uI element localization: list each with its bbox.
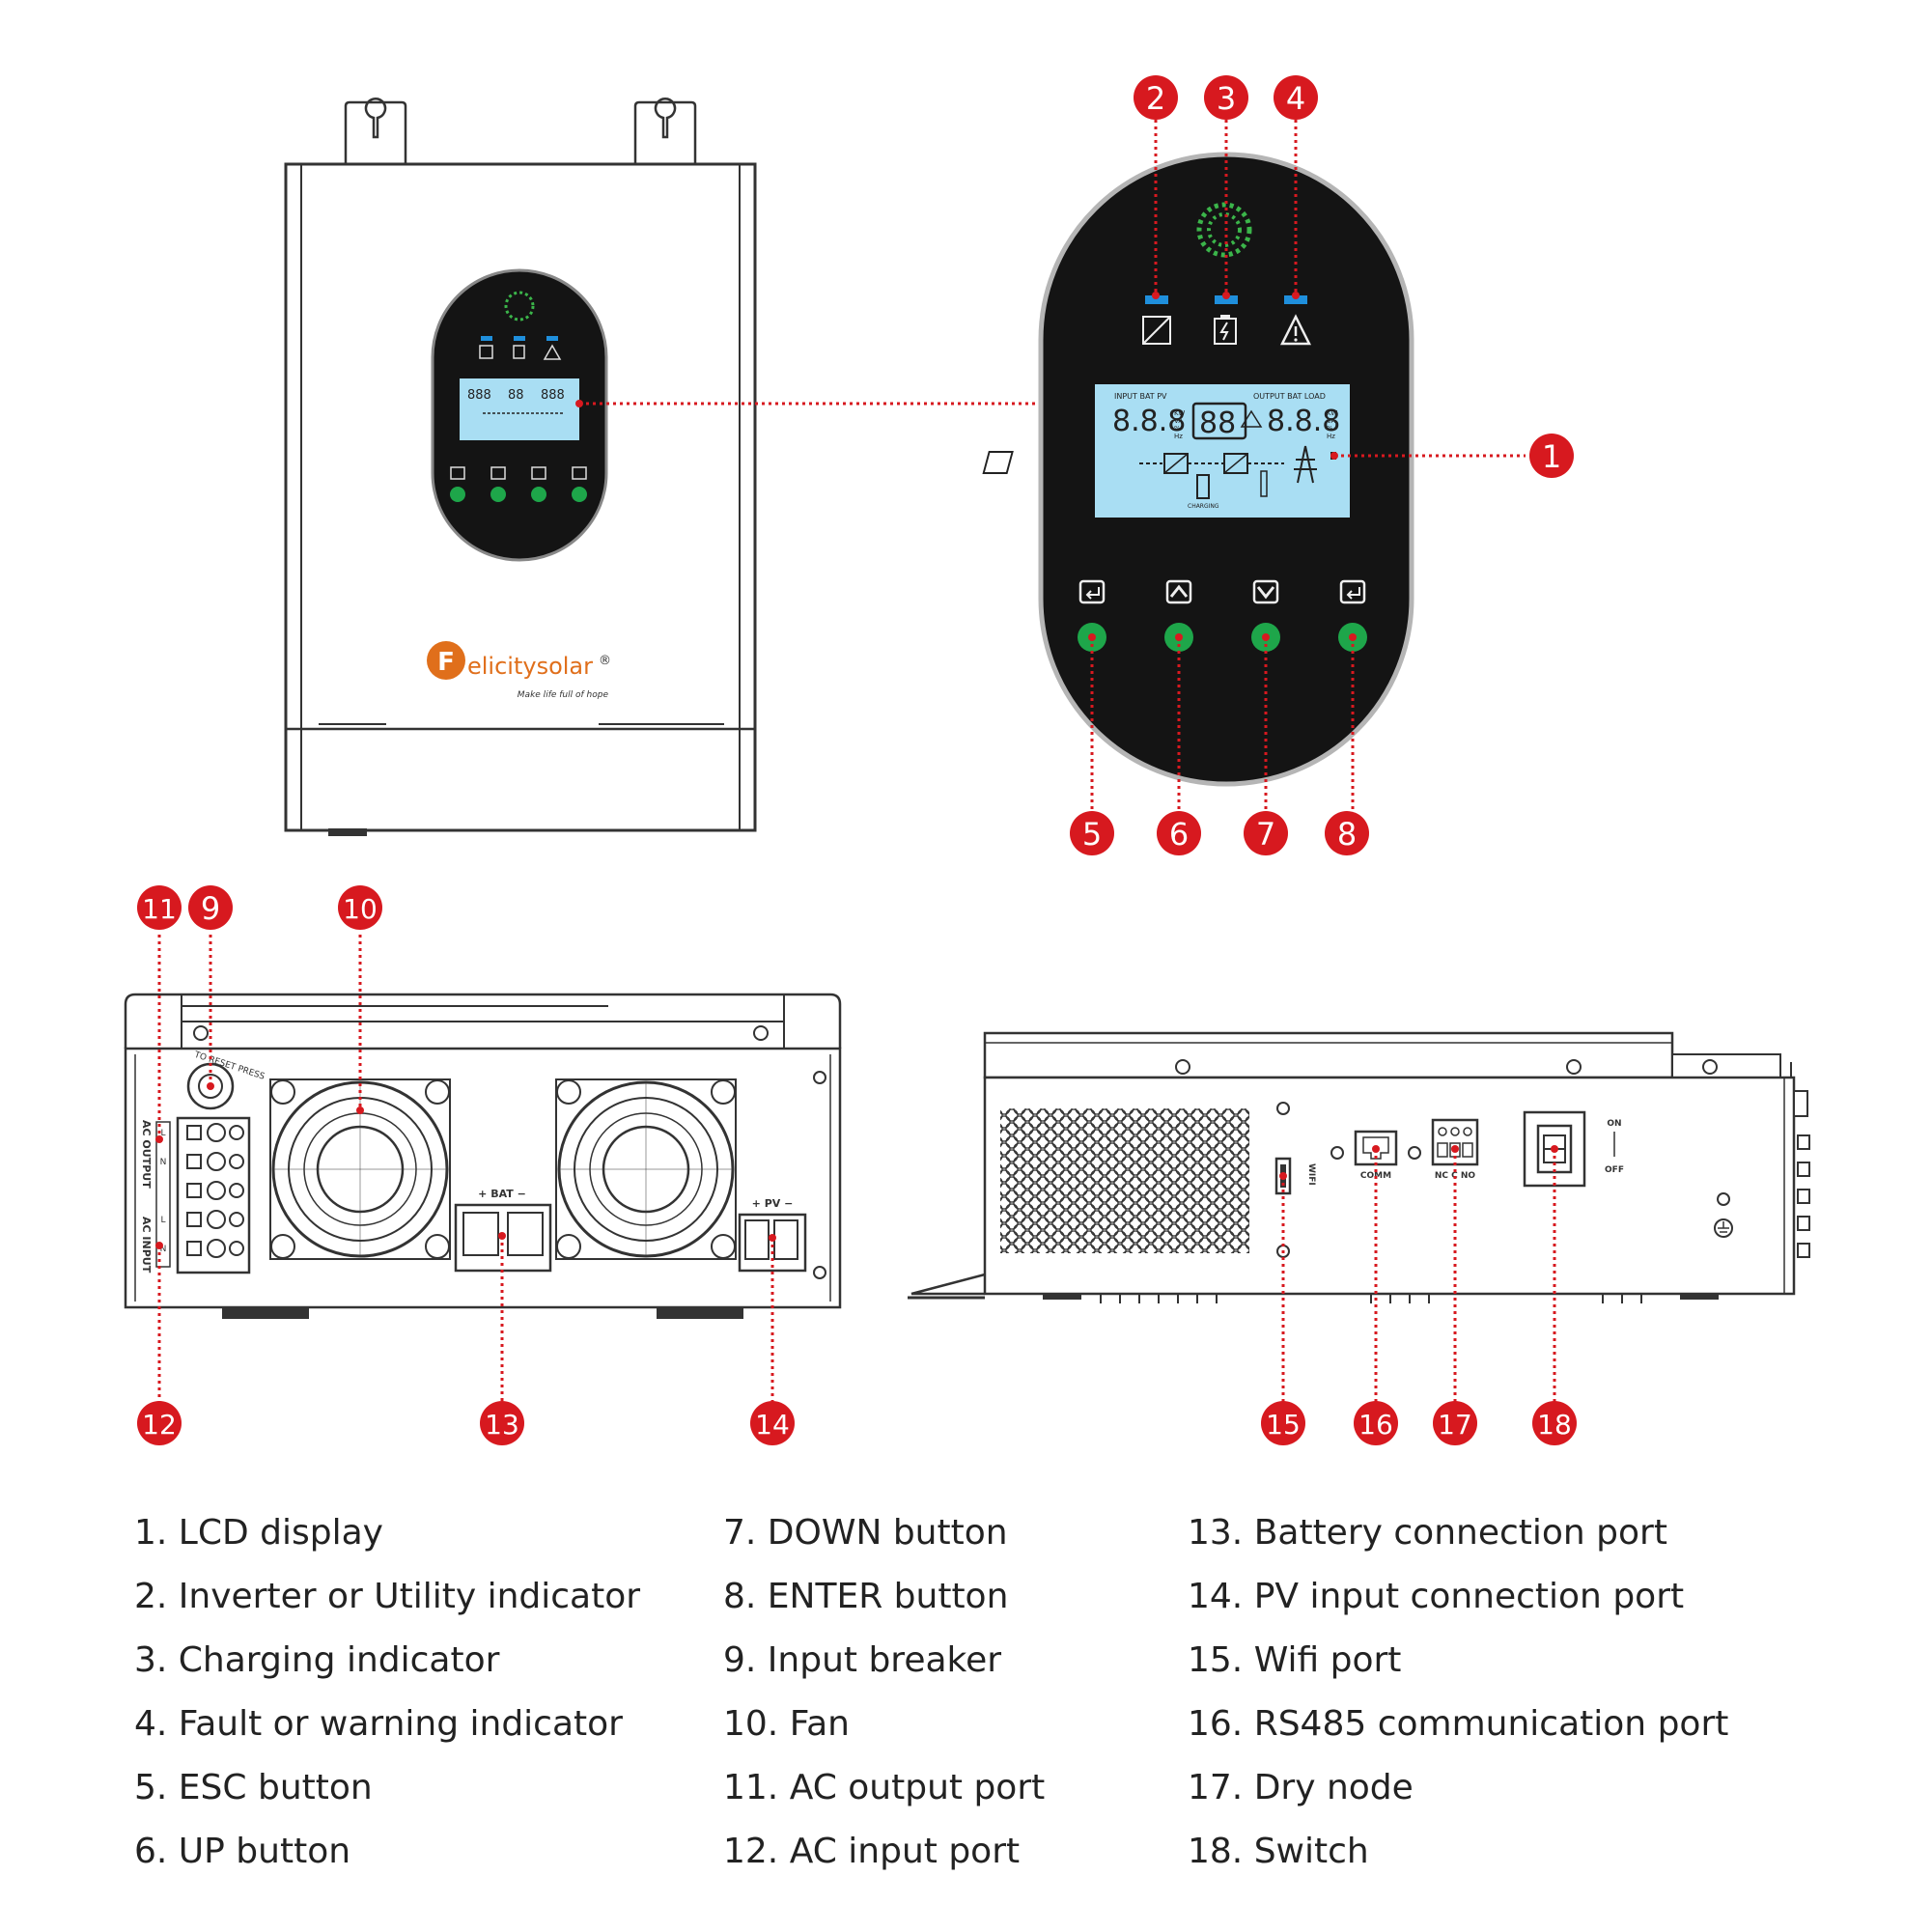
front-lcd-right-digits: 888 bbox=[541, 388, 565, 403]
inverter-led bbox=[1145, 295, 1168, 304]
brand-reg: ® bbox=[599, 654, 611, 668]
callout-8-number: 8 bbox=[1337, 816, 1357, 853]
panel-logo-icon bbox=[1196, 202, 1252, 258]
ac-terminal-block: L N L N AC OUTPUT AC INPUT bbox=[140, 1116, 251, 1274]
leader-lines bbox=[157, 120, 1556, 1402]
callout-17: 17 bbox=[1433, 1401, 1477, 1445]
ac-output-text: AC OUTPUT bbox=[140, 1120, 153, 1189]
front-lcd-center-digits: 88 bbox=[508, 388, 524, 403]
side-view: WIFI COMM NC C NO ON bbox=[908, 1031, 1810, 1303]
callout-1-number: 1 bbox=[1542, 438, 1561, 475]
on-text: ON bbox=[1607, 1119, 1621, 1129]
callout-18: 18 bbox=[1532, 1401, 1577, 1445]
inverter-icon bbox=[1142, 316, 1171, 345]
lcd-unit-kw-left: KW bbox=[1174, 409, 1185, 417]
brand-name: elicitysolar bbox=[467, 653, 593, 680]
callout-2-number: 2 bbox=[1146, 80, 1165, 117]
ac-input-text: AC INPUT bbox=[140, 1217, 153, 1274]
callout-12: 12 bbox=[137, 1401, 182, 1445]
pv-label: + PV − bbox=[752, 1197, 794, 1210]
callout-16-number: 16 bbox=[1358, 1409, 1393, 1441]
ground-icon bbox=[1714, 1218, 1733, 1238]
callout-15-number: 15 bbox=[1266, 1409, 1301, 1441]
battery-charge-icon bbox=[1214, 315, 1237, 345]
bat-label: + BAT − bbox=[478, 1188, 526, 1200]
callout-3: 3 bbox=[1204, 75, 1248, 120]
front-lcd-left-digits: 888 bbox=[467, 388, 491, 403]
terminal-l-out: L bbox=[160, 1129, 165, 1138]
front-logo-icon bbox=[504, 291, 535, 322]
lcd-left-digits: 8.8.8 bbox=[1112, 405, 1186, 438]
callout-9: 9 bbox=[188, 885, 233, 930]
brand-initial: F bbox=[437, 648, 455, 677]
lcd-unit-va-right: VA bbox=[1327, 417, 1335, 425]
callout-18-number: 18 bbox=[1537, 1409, 1572, 1441]
lcd-unit-hz-right: Hz bbox=[1327, 433, 1335, 440]
callout-9-number: 9 bbox=[201, 890, 220, 927]
bottom-view: TO RESET PRESS L N L N AC OUTPUT bbox=[124, 993, 842, 1319]
callout-6-number: 6 bbox=[1169, 816, 1189, 853]
lcd-center-digits: 88 bbox=[1199, 406, 1236, 440]
callout-16: 16 bbox=[1354, 1401, 1398, 1445]
callout-13: 13 bbox=[480, 1401, 524, 1445]
callout-13-number: 13 bbox=[485, 1409, 519, 1441]
wifi-text: WIFI bbox=[1306, 1163, 1316, 1186]
lcd-unit-kw-right: KW bbox=[1327, 409, 1337, 417]
lcd-top-right-labels: OUTPUT BAT LOAD bbox=[1253, 392, 1326, 401]
terminal-n-in: N bbox=[160, 1245, 167, 1254]
lcd-unit-va-left: VA bbox=[1174, 417, 1183, 425]
callout-4: 4 bbox=[1274, 75, 1318, 120]
callout-14: 14 bbox=[750, 1401, 795, 1445]
front-lcd-screen bbox=[460, 378, 579, 440]
callout-15: 15 bbox=[1261, 1401, 1305, 1445]
lcd-charging-text: CHARGING bbox=[1188, 503, 1219, 510]
callout-10-number: 10 bbox=[343, 893, 378, 925]
terminal-n-out: N bbox=[160, 1158, 167, 1167]
enlarged-control-panel: INPUT BAT PV OUTPUT BAT LOAD 8.8.8 88 8.… bbox=[982, 152, 1414, 787]
terminal-l-in: L bbox=[160, 1216, 165, 1225]
callout-2: 2 bbox=[1134, 75, 1178, 120]
callout-11-number: 11 bbox=[142, 893, 177, 925]
callout-4-number: 4 bbox=[1286, 80, 1305, 117]
callout-8: 8 bbox=[1325, 811, 1369, 855]
callout-11: 11 bbox=[137, 885, 182, 930]
front-buttons bbox=[450, 466, 587, 502]
callout-10: 10 bbox=[338, 885, 382, 930]
lcd-unit-pct-right: % bbox=[1327, 425, 1333, 433]
brand-tagline: Make life full of hope bbox=[518, 690, 609, 700]
callout-5: 5 bbox=[1070, 811, 1114, 855]
callout-5-number: 5 bbox=[1082, 816, 1102, 853]
off-text: OFF bbox=[1605, 1165, 1624, 1175]
fan-right bbox=[555, 1078, 737, 1260]
callout-3-number: 3 bbox=[1217, 80, 1236, 117]
fault-led bbox=[1284, 295, 1307, 304]
callout-17-number: 17 bbox=[1438, 1409, 1472, 1441]
callout-14-number: 14 bbox=[755, 1409, 790, 1441]
leader-dots bbox=[155, 292, 1558, 1249]
warning-icon bbox=[1279, 314, 1312, 346]
callout-7-number: 7 bbox=[1256, 816, 1275, 853]
callout-12-number: 12 bbox=[142, 1409, 177, 1441]
pv-port[interactable]: + PV − bbox=[738, 1197, 807, 1273]
callout-7: 7 bbox=[1244, 811, 1288, 855]
lcd-unit-hz-left: Hz bbox=[1174, 433, 1183, 440]
lcd-right-digits: 8.8.8 bbox=[1267, 405, 1340, 438]
charging-led bbox=[1215, 295, 1238, 304]
callout-1: 1 bbox=[1529, 434, 1574, 478]
lcd-top-left-labels: INPUT BAT PV bbox=[1114, 392, 1167, 401]
lcd-unit-pct-left: % bbox=[1174, 425, 1181, 433]
front-view: 888 88 888 F elicitysolar ® Make life fu… bbox=[284, 98, 757, 836]
callout-6: 6 bbox=[1157, 811, 1201, 855]
fan-left bbox=[269, 1078, 451, 1260]
brand-logo: F elicitysolar ® Make life full of hope bbox=[427, 641, 611, 700]
callout-badges: 1 2 3 4 5 6 7 8 9 10 11 12 13 14 15 16 1… bbox=[137, 75, 1577, 1445]
